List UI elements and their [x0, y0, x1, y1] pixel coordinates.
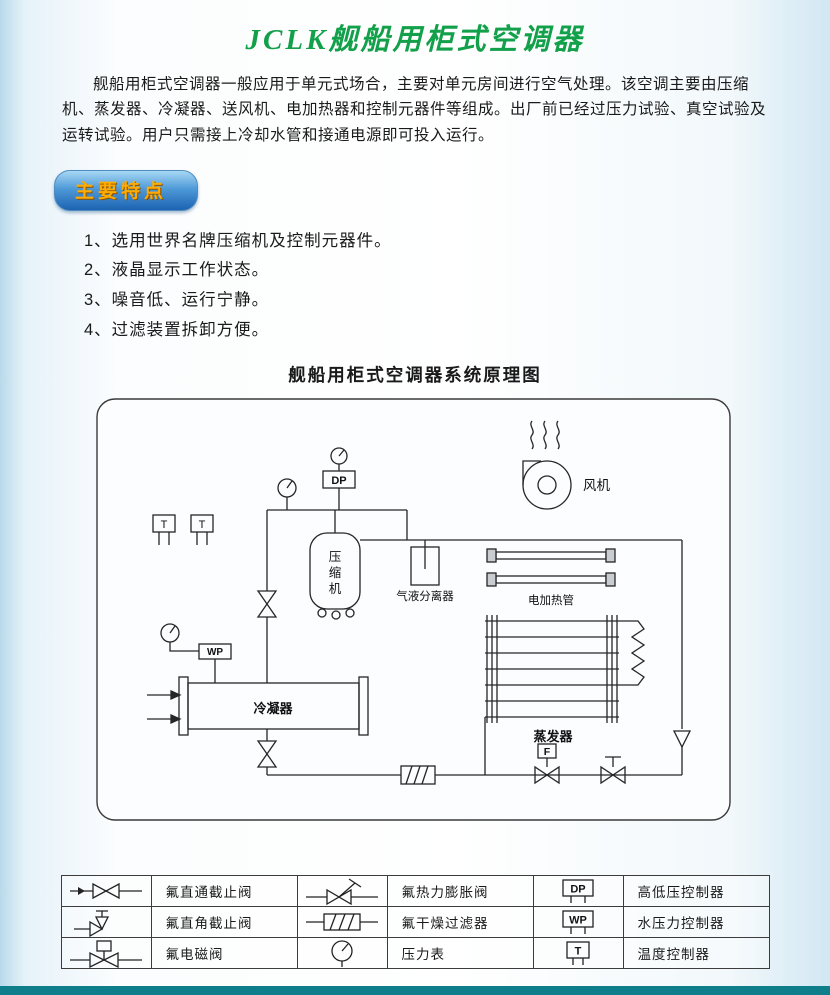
wp-controller-icon: WP [562, 909, 594, 934]
legend-table: 氟直通截止阀 氟热力膨胀阀 DP [60, 874, 770, 969]
condenser [178, 675, 369, 736]
page-footer-bar [0, 986, 830, 995]
electric-heater-tubes [486, 547, 616, 587]
legend-label: 氟直角截止阀 [150, 905, 298, 938]
legend-badge-text: T [575, 945, 582, 957]
gas-liquid-separator [410, 545, 440, 586]
condenser-label: 冷凝器 [253, 701, 293, 716]
page: JCLK舰船用柜式空调器 舰船用柜式空调器一般应用于单元式场合，主要对单元房间进… [0, 16, 830, 995]
capillary-tube [619, 619, 646, 686]
compressor-label-char: 机 [329, 582, 342, 596]
fan-icon [522, 420, 572, 510]
legend-label: 氟电磁阀 [150, 936, 298, 969]
pressure-gauge-icon [331, 939, 353, 967]
legend-badge-text: WP [569, 914, 587, 926]
system-schematic-diagram: 风机 DP T T 压 缩 机 气液分离器 电加热管 蒸发器 冷凝器 WP F [96, 397, 731, 821]
schematic-container: 风机 DP T T 压 缩 机 气液分离器 电加热管 蒸发器 冷凝器 WP F [95, 397, 735, 827]
wp-label: WP [207, 647, 223, 658]
legend-row: 氟直角截止阀 氟干燥过滤器 WP [60, 905, 770, 938]
diagram-title: 舰船用柜式空调器系统原理图 [288, 364, 542, 385]
page-title: JCLK舰船用柜式空调器 [245, 24, 585, 56]
compressor [309, 531, 361, 620]
legend-row: 氟直通截止阀 氟热力膨胀阀 DP [60, 874, 770, 907]
solenoid-valve-icon [70, 939, 142, 968]
angle-valve [600, 755, 626, 784]
t-sensor-label: T [199, 519, 206, 531]
evaporator-coil [485, 614, 619, 723]
t-sensor-label: T [161, 519, 168, 531]
separator-label: 气液分离器 [396, 589, 454, 603]
feature-item: 1、选用世界名牌压缩机及控制元器件。 [84, 231, 392, 250]
schematic-border [96, 397, 731, 821]
features-list: 1、选用世界名牌压缩机及控制元器件。 2、液晶显示工作状态。 3、噪音低、运行宁… [84, 227, 830, 346]
legend-label: 高低压控制器 [622, 874, 770, 907]
temperature-sensors [152, 513, 214, 545]
features-badge: 主要特点 [54, 169, 199, 211]
drain-funnel-icon [672, 729, 692, 748]
heater-label: 电加热管 [528, 593, 574, 607]
dp-label: DP [331, 475, 346, 487]
legend-label: 水压力控制器 [622, 905, 770, 938]
filter-drier-icon [306, 912, 378, 931]
water-pressure-controller [160, 622, 232, 683]
feature-item: 2、液晶显示工作状态。 [84, 261, 270, 280]
cooling-water-arrows [147, 689, 182, 724]
piping [266, 508, 683, 776]
feature-item: 3、噪音低、运行宁静。 [84, 291, 270, 310]
feature-item: 4、过滤装置拆卸方便。 [84, 320, 270, 339]
solenoid-valve [534, 742, 560, 784]
evaporator-label: 蒸发器 [533, 729, 573, 744]
dp-controller-icon: DP [562, 878, 594, 903]
compressor-label-char: 压 [329, 550, 342, 564]
angle-stop-valve-icon [74, 909, 110, 937]
stop-valve-icon [256, 589, 278, 618]
legend-row: 氟电磁阀 压力表 T 温度控制器 [60, 936, 770, 969]
pressure-gauge-icon [277, 477, 297, 510]
legend-badge-text: DP [570, 883, 585, 895]
fan-label: 风机 [583, 478, 611, 493]
expansion-valve-icon [306, 877, 378, 905]
f-label: F [544, 746, 551, 758]
legend-label: 氟热力膨胀阀 [386, 874, 534, 907]
legend-label: 温度控制器 [622, 936, 770, 969]
legend-label: 氟干燥过滤器 [386, 905, 534, 938]
t-controller-icon: T [566, 940, 590, 965]
high-low-pressure-controller [322, 446, 356, 510]
stop-valve-icon [256, 739, 278, 768]
legend-label: 压力表 [386, 936, 534, 969]
intro-paragraph: 舰船用柜式空调器一般应用于单元式场合，主要对单元房间进行空气处理。该空调主要由压… [62, 76, 767, 144]
straight-stop-valve-icon [70, 882, 142, 899]
features-badge-label: 主要特点 [75, 180, 168, 202]
filter-drier [400, 764, 436, 785]
compressor-label-char: 缩 [329, 565, 342, 580]
legend-label: 氟直通截止阀 [150, 874, 298, 907]
